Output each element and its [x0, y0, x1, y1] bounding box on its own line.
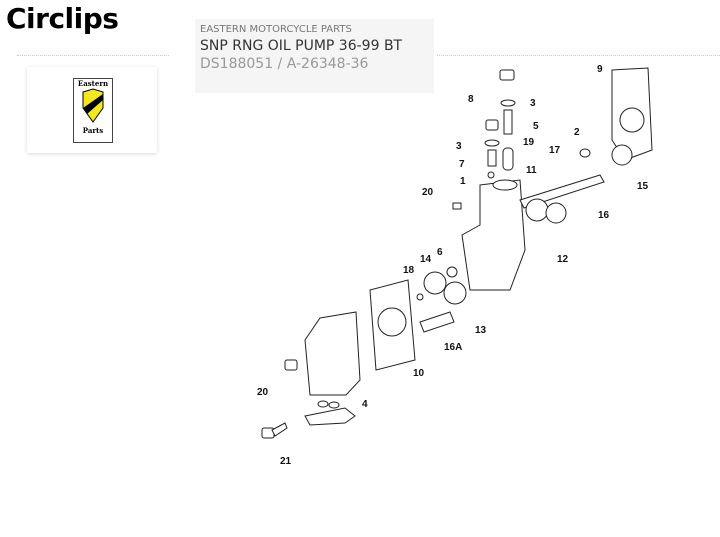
- callout-label: 13: [475, 325, 487, 336]
- callout-label: 14: [420, 254, 432, 265]
- callout-label: 12: [557, 254, 569, 265]
- callout-label: 4: [362, 399, 368, 410]
- logo-text-top: Eastern: [77, 79, 109, 88]
- exploded-parts-diagram: [261, 67, 653, 439]
- divider: [17, 55, 169, 56]
- callout-label: 19: [523, 137, 535, 148]
- callout-label: 3: [530, 98, 536, 109]
- callout-label: 9: [597, 64, 603, 75]
- page-title: Circlips: [6, 2, 119, 35]
- shield-icon: [82, 88, 104, 123]
- divider: [437, 55, 720, 56]
- callout-label: 6: [437, 247, 443, 258]
- part-numbers: DS188051 / A-26348-36: [200, 56, 369, 72]
- callout-label: 15: [637, 181, 649, 192]
- callout-label: 10: [413, 368, 425, 379]
- callout-label: 21: [280, 456, 292, 467]
- product-info-box: EASTERN MOTORCYCLE PARTS SNP RNG OIL PUM…: [195, 19, 434, 93]
- eastern-parts-logo: Eastern Parts: [73, 78, 113, 143]
- callout-label: 5: [533, 121, 539, 132]
- callout-label: 20: [422, 187, 434, 198]
- callout-label: 3: [456, 141, 462, 152]
- product-name: SNP RNG OIL PUMP 36-99 BT: [200, 38, 403, 54]
- callout-label: 2: [574, 127, 580, 138]
- callout-label: 16A: [444, 342, 463, 353]
- callout-label: 7: [459, 159, 465, 170]
- logo-text-bottom: Parts: [82, 126, 104, 135]
- brand-name: EASTERN MOTORCYCLE PARTS: [200, 24, 352, 35]
- callout-label: 17: [549, 145, 561, 156]
- callout-label: 11: [526, 165, 537, 176]
- callout-label: 16: [598, 210, 610, 221]
- callout-label: 8: [468, 94, 474, 105]
- callout-label: 1: [460, 176, 466, 187]
- callout-label: 20: [257, 387, 269, 398]
- brand-logo-card[interactable]: Eastern Parts: [27, 67, 157, 153]
- callout-label: 18: [403, 265, 415, 276]
